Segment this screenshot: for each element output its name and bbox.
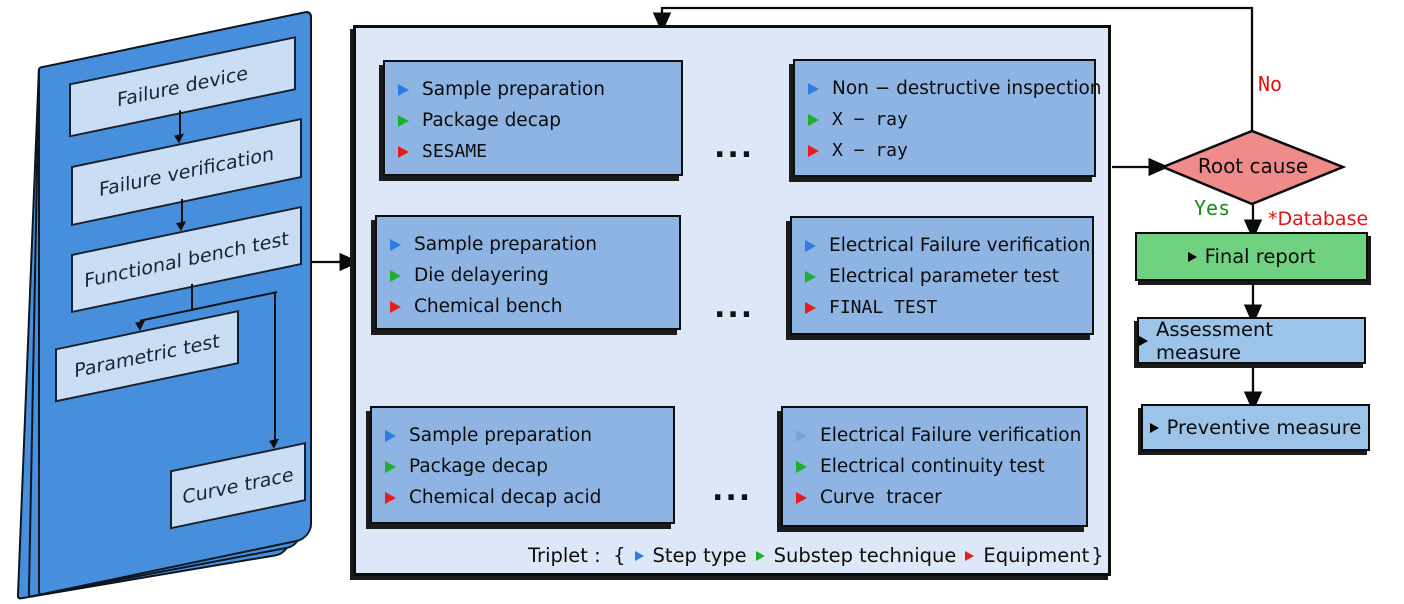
step-functional-bench-test: Functional bench test [71,205,302,314]
final-report-box: Final report [1135,232,1368,281]
triplet-box-4: Electrical Failure verification Electric… [790,216,1094,335]
item-label: Non − destructive inspection [832,78,1102,99]
ellipsis-row-2: ... [714,290,755,325]
item-label: Electrical parameter test [829,266,1059,287]
item-label: Chemical bench [414,296,563,317]
yes-branch-label: Yes [1194,196,1231,220]
final-report-label: Final report [1204,245,1316,268]
no-branch-label: No [1258,72,1283,96]
equipment-bullet-icon [965,550,975,561]
triplet-box-1: Sample preparation Package decap SESAME [383,60,683,176]
step-type-bullet-icon [634,550,644,561]
triplet-item: Electrical Failure verification [796,420,1086,451]
triplet-item: Sample preparation [390,229,679,260]
item-label: Sample preparation [409,425,593,446]
root-cause-label: Root cause [1197,154,1309,178]
arrow-branch-right [191,291,277,312]
triplet-item: Curve tracer [796,482,1086,513]
item-label: SESAME [422,141,488,162]
triplet-item: Chemical bench [390,291,679,322]
triplet-item: Electrical continuity test [796,451,1086,482]
triplet-item: Non − destructive inspection [808,73,1102,104]
arrow-verification-to-bench [181,198,184,223]
step-type-bullet-icon [390,238,401,251]
step-curve-trace: Curve trace [170,442,306,530]
equipment-bullet-icon [385,491,396,504]
triplet-box-3: Sample preparation Die delayering Chemic… [375,215,681,330]
item-label: X − ray [832,109,908,130]
triplet-legend: Triplet : { Step type Substep technique … [528,544,1104,567]
ellipsis-row-1: ... [714,130,755,165]
arrow-to-curve-trace [274,291,277,440]
triplet-steps-panel: Sample preparation Package decap SESAME … [353,25,1111,576]
triplet-item: X − ray [808,104,1094,135]
step-type-bullet-icon [385,429,396,442]
triplet-box-5: Sample preparation Package decap Chemica… [370,406,675,524]
item-label: X − ray [832,140,908,161]
equipment-bullet-icon [796,491,807,504]
equipment-bullet-icon [805,301,816,314]
triplet-item: Sample preparation [385,420,673,451]
preventive-measure-label: Preventive measure [1166,416,1362,439]
item-label: Electrical Failure verification [820,425,1082,446]
substep-bullet-icon [398,114,409,127]
item-label: Chemical decap acid [409,487,602,508]
item-label: Curve tracer [820,487,942,508]
item-label: FINAL TEST [829,297,938,318]
database-annotation: *Database [1268,208,1369,230]
item-label: Package decap [422,110,561,131]
item-label: Die delayering [414,265,549,286]
triangle-bullet-icon [1149,422,1159,433]
triplet-item: Die delayering [390,260,679,291]
arrow-to-parametric [140,319,143,322]
legend-substep: Substep technique [773,544,957,567]
equipment-bullet-icon [808,144,819,157]
step-type-bullet-icon [398,83,409,96]
substep-bullet-icon [805,270,816,283]
legend-prefix: Triplet : { [528,544,626,567]
triplet-item: FINAL TEST [805,292,1092,323]
step-parametric-test: Parametric test [55,310,239,403]
item-label: Package decap [409,456,548,477]
legend-step-type: Step type [652,544,747,567]
arrow-branch-left [140,308,193,323]
substep-bullet-icon [385,460,396,473]
step-failure-verification: Failure verification [71,117,302,227]
substep-bullet-icon [755,550,765,561]
legend-equipment: Equipment [983,544,1090,567]
ellipsis-row-3: ... [712,473,753,508]
triplet-item: Sample preparation [398,74,681,105]
test-flow-book-panel: Failure device Failure verification Func… [38,9,312,596]
arrow-bench-split-stem [191,283,194,312]
triangle-bullet-icon [1139,335,1148,346]
equipment-bullet-icon [390,300,401,313]
item-label: Sample preparation [422,79,606,100]
step-type-bullet-icon [805,239,816,252]
triplet-item: Chemical decap acid [385,482,673,513]
triplet-item: Package decap [398,105,681,136]
triangle-bullet-icon [1187,251,1197,262]
triplet-item: Electrical Failure verification [805,230,1092,261]
triplet-box-6: Electrical Failure verification Electric… [781,406,1088,527]
arrow-device-to-verification [179,110,182,135]
substep-bullet-icon [796,460,807,473]
item-label: Electrical Failure verification [829,235,1091,256]
item-label: Sample preparation [414,234,598,255]
preventive-measure-box: Preventive measure [1141,404,1370,451]
triplet-box-2: Non − destructive inspection X − ray X −… [793,59,1102,177]
equipment-bullet-icon [398,145,409,158]
assessment-measure-box: Assessment measure [1137,317,1366,364]
triplet-item: Electrical parameter test [805,261,1092,292]
assessment-measure-label: Assessment measure [1156,317,1273,364]
legend-suffix: } [1091,544,1104,567]
item-label: Electrical continuity test [820,456,1045,477]
step-type-bullet-icon [796,429,807,442]
substep-bullet-icon [808,113,819,126]
triplet-item: Package decap [385,451,673,482]
substep-bullet-icon [390,269,401,282]
triplet-item: X − ray [808,135,1094,166]
triplet-item: SESAME [398,136,681,167]
step-failure-device: Failure device [69,36,296,138]
step-type-bullet-icon [808,82,819,95]
